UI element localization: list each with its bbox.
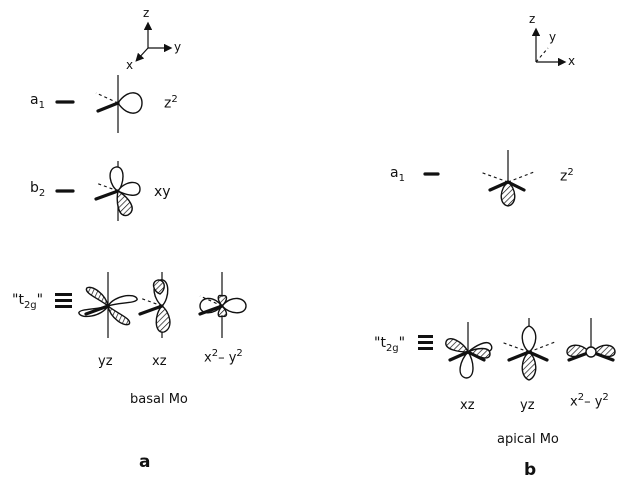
xz-caption-a: xz [152,354,167,369]
apical-mo-label: apical Mo [497,432,559,447]
axis-x-label-b: x [568,54,576,68]
axis-z-label-b: z [529,12,536,26]
orbital-z2-apical [479,150,535,207]
a1-label-a: a1 [30,92,45,111]
orbital-yz-apical [500,318,556,381]
panel-a-letter: a [139,452,151,472]
axis-y-label-a: y [174,40,182,54]
yz-caption-a: yz [98,354,113,369]
orbital-z2-basal [95,75,143,133]
t2g-label-b: "t2g" [374,335,406,354]
a1-label-b: a1 [390,165,405,184]
xz-caption-b: xz [460,398,475,413]
orbital-xz-apical [445,322,493,379]
axis-x-label-a: x [126,58,134,72]
b2-label-a: b2 [30,180,46,199]
panel-b-letter: b [524,460,537,480]
orbital-xz-basal [138,272,171,338]
z2-label-b: z2 [560,167,574,185]
basal-mo-label: basal Mo [130,392,188,407]
xy-label-a: xy [154,184,171,200]
axis-y-label-b: y [549,30,557,44]
x2y2-caption-a: x2– y2 [204,348,243,366]
orbital-yz-basal [78,272,138,338]
x2y2-caption-b: x2– y2 [570,392,609,410]
yz-caption-b: yz [520,398,535,413]
axes-a [135,21,173,62]
orbital-xy-basal [94,161,141,221]
orbital-x2y2-apical [566,318,616,362]
z2-label-a: z2 [164,94,178,112]
orbital-x2y2-basal [198,272,247,338]
axes-b [531,27,567,67]
axis-z-label-a: z [143,6,150,20]
t2g-label-a: "t2g" [12,292,44,311]
level-markers [55,100,440,350]
